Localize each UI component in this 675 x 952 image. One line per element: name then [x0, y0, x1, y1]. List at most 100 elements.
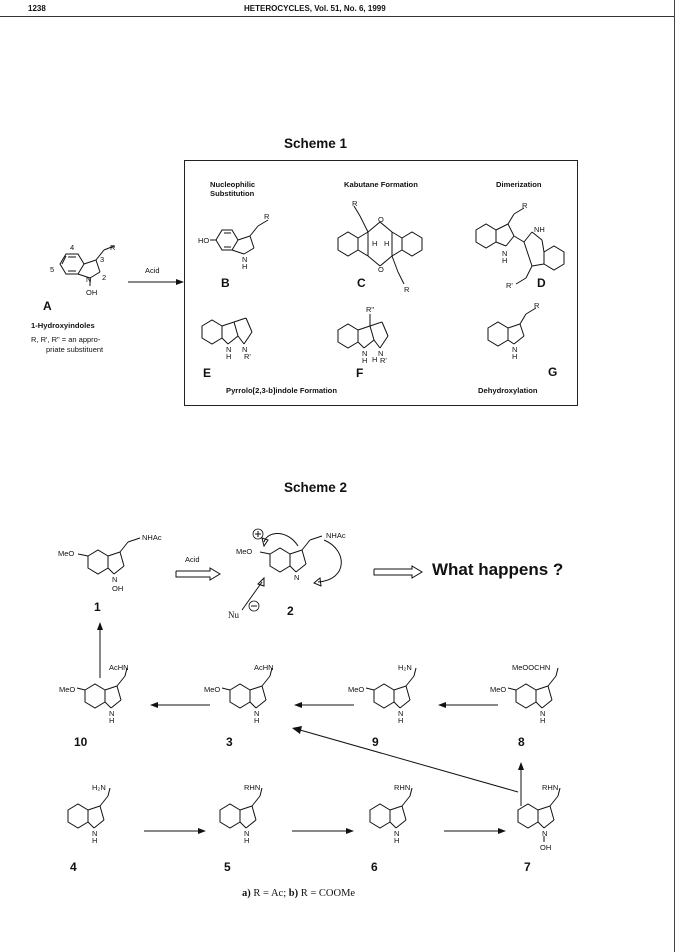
category-dimerization: Dimerization [496, 180, 542, 189]
svg-text:H: H [512, 352, 517, 361]
structure-g: R N H [487, 301, 540, 361]
svg-text:R": R" [366, 305, 374, 314]
svg-text:N: N [394, 829, 399, 838]
structure-5: RHN N H [219, 783, 263, 845]
svg-text:R: R [352, 199, 358, 208]
arrow-5-to-6 [292, 828, 354, 834]
svg-text:MeO: MeO [236, 547, 252, 556]
label-g: G [548, 365, 558, 379]
svg-text:N: N [540, 709, 545, 718]
structure-c: R R O O H H [337, 199, 423, 294]
scheme1-box [184, 160, 578, 406]
label-4: 4 [70, 860, 77, 874]
label-6: 6 [371, 860, 378, 874]
svg-text:N: N [294, 573, 299, 582]
open-arrow-what [373, 565, 423, 579]
svg-text:N: N [542, 829, 547, 838]
svg-text:H: H [109, 716, 114, 725]
label-a: A [43, 299, 52, 313]
structure-8: MeO MeOOCHN N H [490, 663, 559, 725]
label-2: 2 [287, 604, 294, 618]
svg-text:RHN: RHN [542, 783, 558, 792]
structure-9: MeO H₂N N H [348, 663, 417, 725]
svg-text:H: H [502, 256, 507, 265]
label-8: 8 [518, 735, 525, 749]
svg-text:NHAc: NHAc [142, 533, 162, 542]
svg-text:MeO: MeO [348, 685, 364, 694]
svg-text:H: H [384, 239, 389, 248]
structure-a: R N OH 2 3 4 5 [50, 243, 116, 297]
svg-text:N: N [398, 709, 403, 718]
journal-header: HETEROCYCLES, Vol. 51, No. 6, 1999 [244, 4, 386, 13]
svg-text:N: N [244, 829, 249, 838]
svg-text:R: R [110, 243, 116, 252]
svg-text:H: H [92, 836, 97, 845]
compound-a-desc-1: R, R', R" = an appro- [31, 335, 101, 344]
svg-text:HO: HO [198, 236, 209, 245]
svg-text:MeO: MeO [59, 685, 75, 694]
label-e: E [203, 366, 212, 380]
svg-text:OH: OH [540, 843, 551, 852]
open-arrow-acid [175, 567, 221, 581]
svg-text:MeO: MeO [204, 685, 220, 694]
svg-text:N: N [502, 249, 507, 258]
svg-text:AcHN: AcHN [254, 663, 274, 672]
label-7: 7 [524, 860, 531, 874]
svg-text:5: 5 [50, 265, 54, 274]
page-number: 1238 [28, 4, 46, 13]
structure-3: MeO AcHN N H [204, 663, 274, 725]
svg-text:4: 4 [70, 243, 74, 252]
structure-4: H₂N N H [67, 783, 111, 845]
category-nucleophilic: Nucleophilic Substitution [210, 180, 256, 198]
svg-text:N: N [254, 709, 259, 718]
svg-text:N: N [242, 345, 247, 354]
svg-text:Nu: Nu [228, 610, 239, 620]
svg-text:RHN: RHN [394, 783, 410, 792]
structure-1: MeO NHAc N OH [58, 533, 162, 593]
label-10: 10 [74, 735, 88, 749]
scheme2-footnote: a) R = Ac; b) R = COOMe [242, 888, 356, 899]
svg-text:H: H [254, 716, 259, 725]
svg-text:N: N [86, 275, 91, 284]
svg-text:NHAc: NHAc [326, 531, 346, 540]
arrow-7-to-3 [292, 726, 519, 793]
svg-text:H: H [226, 352, 231, 361]
svg-text:H: H [372, 355, 377, 364]
svg-text:N: N [362, 349, 367, 358]
structure-f: R" N H H N R' [337, 305, 389, 365]
svg-text:OH: OH [86, 288, 97, 297]
label-5: 5 [224, 860, 231, 874]
acid-label-scheme1: Acid [145, 266, 160, 275]
acid-label-scheme2: Acid [185, 555, 200, 564]
svg-text:H: H [394, 836, 399, 845]
arrow-9-to-3 [294, 702, 354, 708]
svg-text:MeOOCHN: MeOOCHN [512, 663, 550, 672]
label-9: 9 [372, 735, 379, 749]
svg-text:2: 2 [102, 273, 106, 282]
arrow-4-to-5 [144, 828, 206, 834]
svg-text:R: R [264, 212, 270, 221]
svg-text:N: N [92, 829, 97, 838]
structure-2: MeO NHAc N Nu [228, 528, 346, 620]
svg-text:N: N [109, 709, 114, 718]
svg-text:R': R' [244, 352, 251, 361]
svg-text:H: H [362, 356, 367, 365]
svg-text:MeO: MeO [58, 549, 74, 558]
svg-text:H₂N: H₂N [398, 663, 412, 672]
svg-text:N: N [512, 345, 517, 354]
arrow-8-to-9 [438, 702, 498, 708]
svg-text:R: R [404, 285, 410, 294]
svg-text:3: 3 [100, 255, 104, 264]
arrow-6-to-7 [444, 828, 506, 834]
label-d: D [537, 276, 546, 290]
svg-text:R: R [534, 301, 540, 310]
scheme1-title: Scheme 1 [284, 136, 348, 151]
structure-e: N H N R' [201, 317, 253, 361]
svg-text:N: N [226, 345, 231, 354]
arrow-7-to-8 [518, 762, 524, 806]
arrow-3-to-10 [150, 702, 210, 708]
arrow-10-to-1 [97, 622, 103, 678]
category-pyrrolo: Pyrrolo[2,3-b]indole Formation [226, 386, 337, 395]
structure-10: MeO AcHN N H [59, 663, 129, 725]
structure-6: RHN N H [369, 783, 413, 845]
